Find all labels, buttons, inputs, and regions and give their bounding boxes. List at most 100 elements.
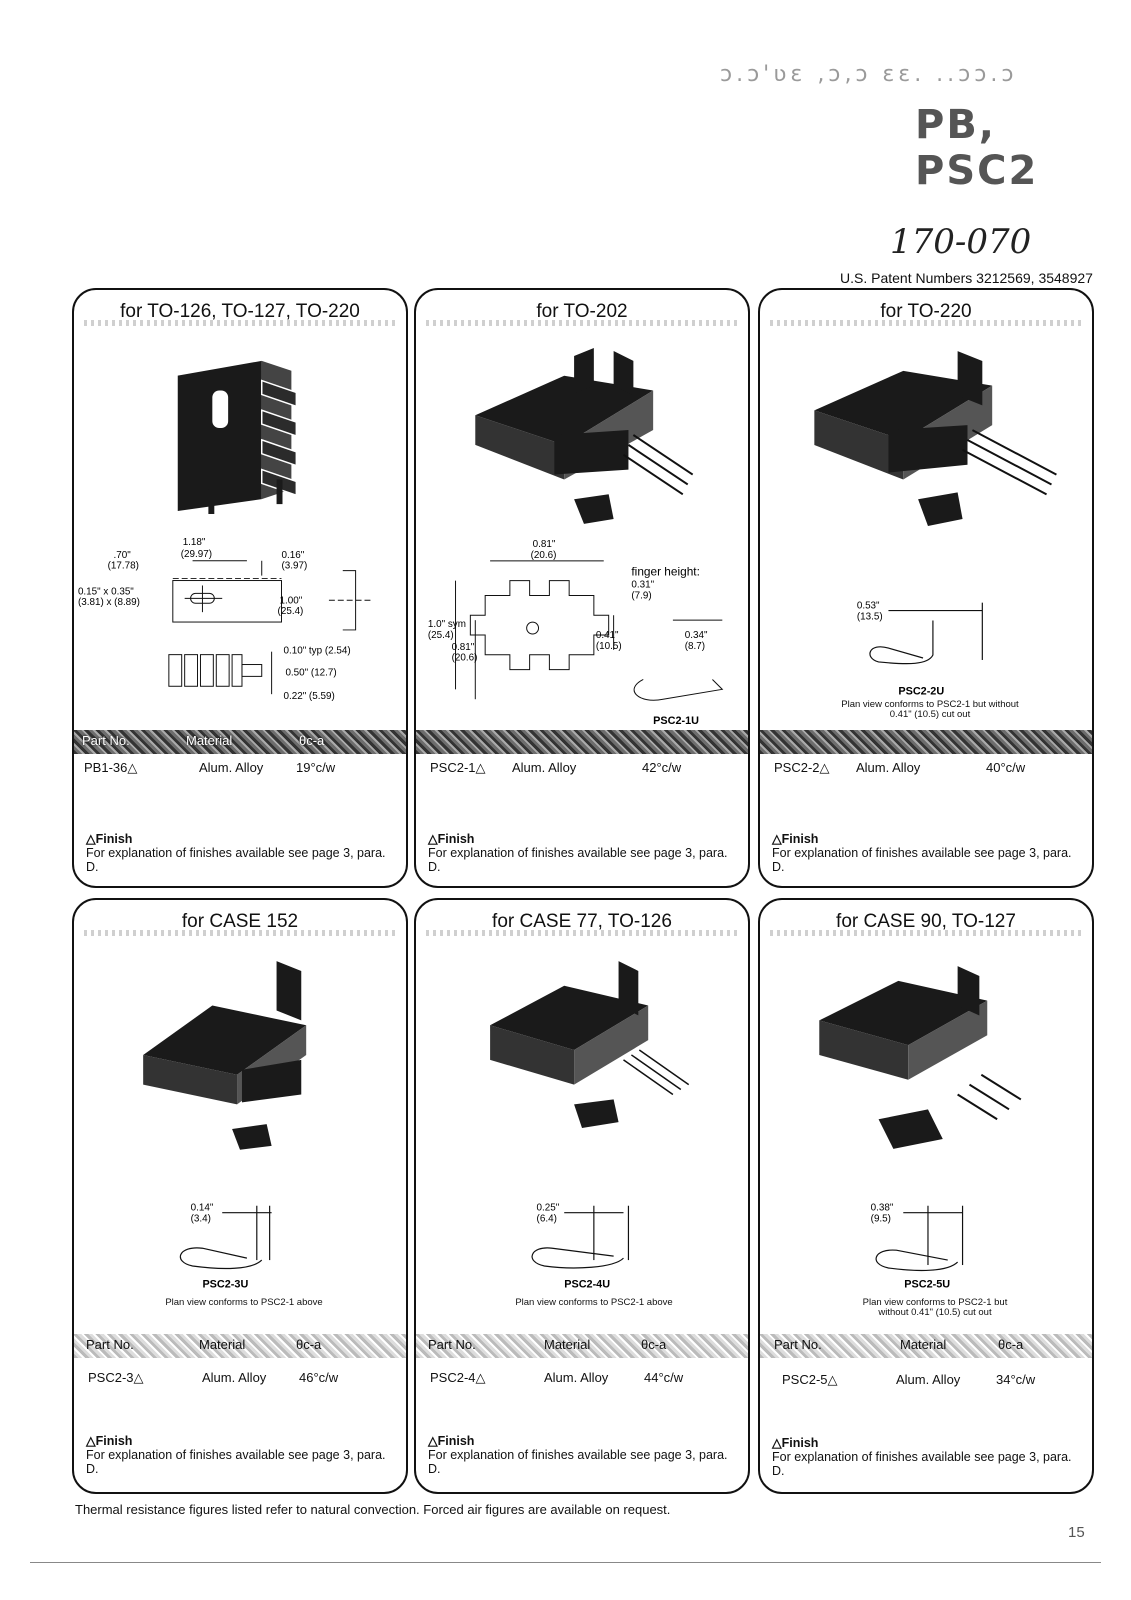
material: Alum. Alloy — [544, 1370, 609, 1385]
dim-label: 0.22" (5.59) — [283, 691, 334, 702]
finish-text: For explanation of finishes available se… — [428, 1448, 728, 1476]
pb1-dimension-drawing: 1.18" (29.97) .70" (17.78) 0.16" (3.97) … — [78, 537, 371, 702]
dim-label: 0.41" — [596, 630, 619, 641]
clip-illustration — [819, 966, 1022, 1149]
material: Alum. Alloy — [512, 760, 577, 775]
dim-label: (3.4) — [191, 1214, 211, 1225]
table-row: PSC2-2△ Alum. Alloy 40°c/w — [760, 758, 1092, 778]
col-theta: θc-a — [296, 1337, 322, 1352]
heatsink-illustration — [177, 360, 298, 514]
finish-note: △Finish For explanation of finishes avai… — [86, 832, 396, 874]
handwritten-number: 170-070 — [890, 222, 1032, 262]
thermal-resistance: 19°c/w — [296, 760, 336, 775]
dim-label: 0.14" — [191, 1203, 214, 1214]
card-title: for TO-126, TO-127, TO-220 — [120, 301, 360, 322]
dim-label: 1.18" — [183, 537, 206, 548]
dim-label: (20.6) — [452, 653, 478, 664]
col-theta: θc-a — [998, 1337, 1024, 1352]
card-title: for CASE 152 — [181, 911, 299, 932]
table-header-bar — [416, 730, 748, 754]
col-material: Material — [544, 1337, 591, 1352]
finish-title: △Finish — [772, 1436, 819, 1450]
part-number: PSC2-4△ — [430, 1370, 486, 1385]
finish-text: For explanation of finishes available se… — [772, 1450, 1072, 1478]
dim-label: (7.9) — [631, 590, 651, 601]
finish-title: △Finish — [86, 1434, 133, 1448]
psc2-3-profile-drawing: 0.14" (3.4) PSC2-3U — [179, 1203, 272, 1291]
clip-illustration — [143, 961, 307, 1150]
dim-label: 0.15" x 0.35" — [78, 586, 134, 597]
dim-label: 0.10" typ (2.54) — [283, 646, 350, 657]
clip-illustration — [814, 351, 1057, 526]
thermal-resistance: 44°c/w — [644, 1370, 684, 1385]
col-part-no: Part No. — [428, 1337, 476, 1352]
table-header-bar: Part No. Material θc-a — [74, 1334, 406, 1358]
product-card-psc2-5: for CASE 90, TO-127 0.38" (9.5) PSC2-5U … — [758, 898, 1094, 1494]
patent-numbers: U.S. Patent Numbers 3212569, 3548927 — [840, 270, 1093, 286]
finish-title: △Finish — [772, 832, 819, 846]
page-number: 15 — [1068, 1524, 1085, 1541]
psc2-1-dimension-drawing: 0.81" (20.6) finger height: 0.31" (7.9) … — [428, 540, 724, 727]
table-header-bar — [760, 730, 1092, 754]
col-material: Material — [900, 1337, 947, 1352]
part-label: PSC2-4U — [564, 1279, 610, 1291]
col-theta: θc-a — [641, 1337, 667, 1352]
material: Alum. Alloy — [856, 760, 921, 775]
finish-note: △Finish For explanation of finishes avai… — [428, 832, 738, 874]
dim-label: (13.5) — [857, 611, 883, 622]
dim-label: 0.81" — [452, 642, 475, 653]
finish-text: For explanation of finishes available se… — [772, 846, 1072, 874]
plan-note: Plan view conforms to PSC2-1 above — [165, 1297, 323, 1308]
part-number: PSC2-5△ — [782, 1372, 838, 1387]
clip-illustration — [490, 961, 690, 1129]
header-faint-text: ɔ.ɔ'ʋɛ ‚ɔ‚ɔ ɛɛ. ..ɔɔ.ɔ — [720, 62, 1018, 87]
part-label: PSC2-1U — [653, 715, 699, 727]
part-number: PSC2-3△ — [88, 1370, 144, 1385]
dim-label: 1.0" sym — [428, 619, 466, 630]
thermal-resistance: 40°c/w — [986, 760, 1026, 775]
col-theta: θc-a — [299, 733, 325, 748]
part-number: PB1-36△ — [84, 760, 138, 775]
thermal-resistance: 46°c/w — [299, 1370, 339, 1385]
col-material: Material — [186, 733, 233, 748]
dim-label: (10.5) — [596, 641, 622, 652]
title-band — [770, 930, 1082, 936]
thermal-footnote: Thermal resistance figures listed refer … — [75, 1502, 671, 1517]
col-part-no: Part No. — [82, 733, 130, 748]
dim-label: (29.97) — [181, 549, 212, 560]
table-header-bar: Part No. Material θc-a — [74, 730, 406, 754]
finish-note: △Finish For explanation of finishes avai… — [86, 1434, 396, 1476]
dim-label: 0.38" — [871, 1203, 894, 1214]
dim-label: 0.31" — [631, 580, 654, 591]
table-header-bar: Part No. Material θc-a — [416, 1334, 748, 1358]
dim-label: (9.5) — [871, 1214, 891, 1225]
model-heading: PB, PSC2 — [915, 102, 1039, 194]
table-row: PSC2-3△ Alum. Alloy 46°c/w — [74, 1368, 406, 1388]
psc2-2-profile-drawing: 0.53" (13.5) PSC2-2U — [857, 601, 983, 698]
dim-label: .70" — [114, 550, 132, 561]
finish-title: △Finish — [428, 832, 475, 846]
plan-note: Plan view conforms to PSC2-1 above — [515, 1297, 673, 1308]
dim-label: (8.7) — [685, 641, 705, 652]
table-header-bar: Part No. Material θc-a — [760, 1334, 1092, 1358]
dim-label: 0.25" — [537, 1203, 560, 1214]
card-title: for CASE 77, TO-126 — [492, 911, 672, 932]
table-row: PSC2-5△ Alum. Alloy 34°c/w — [760, 1370, 1092, 1390]
finish-text: For explanation of finishes available se… — [86, 846, 386, 874]
table-row: PSC2-1△ Alum. Alloy 42°c/w — [416, 758, 748, 778]
finish-text: For explanation of finishes available se… — [428, 846, 728, 874]
dim-label: 0.50" (12.7) — [285, 667, 336, 678]
title-band — [426, 320, 738, 326]
title-band — [84, 320, 396, 326]
dim-label: 0.34" — [685, 630, 708, 641]
dim-label: (17.78) — [108, 561, 139, 572]
title-band — [426, 930, 738, 936]
part-label: PSC2-5U — [904, 1279, 950, 1291]
finish-title: △Finish — [428, 1434, 475, 1448]
dim-label: (25.4) — [428, 630, 454, 641]
dim-label: (25.4) — [278, 606, 304, 617]
dim-label: (6.4) — [537, 1214, 557, 1225]
part-number: PSC2-2△ — [774, 760, 830, 775]
finish-note: △Finish For explanation of finishes avai… — [772, 832, 1082, 874]
col-part-no: Part No. — [774, 1337, 822, 1352]
